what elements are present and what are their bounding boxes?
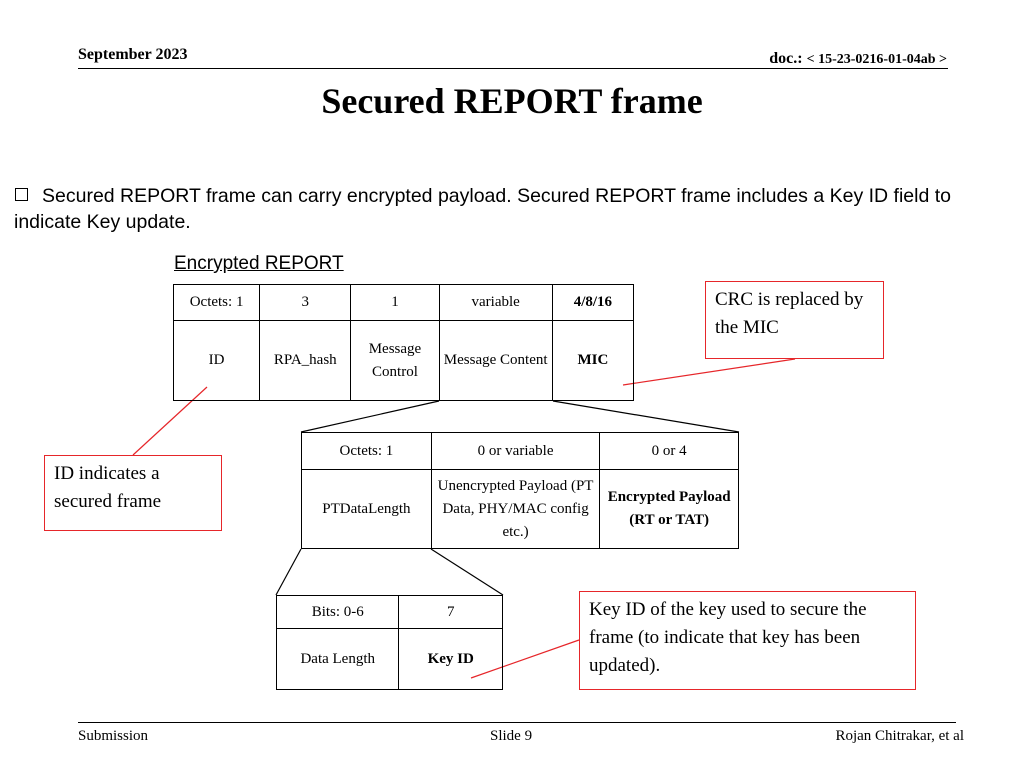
table-row: ID RPA_hash Message Control Message Cont… [172,320,635,401]
table-cell: RPA_hash [259,320,352,401]
table-row: PTDataLength Unencrypted Payload (PT Dat… [301,469,739,549]
callout-id: ID indicates a secured frame [44,455,222,531]
footer-submission: Submission [78,728,149,744]
table-row: Octets: 1 3 1 variable 4/8/16 [172,284,635,321]
bullet-text: Secured REPORT frame can carry encrypted… [14,185,951,233]
encrypted-report-label: Encrypted REPORT [174,253,344,274]
header-date: September 2023 [78,46,188,63]
callout-crc: CRC is replaced by the MIC [705,281,884,359]
table-header-cell: Octets: 1 [301,432,432,470]
report-frame-table: Octets: 1 3 1 variable 4/8/16 ID RPA_has… [172,284,635,401]
table-header-cell: 3 [259,284,352,321]
pointer-crc [622,358,796,386]
table-row: Octets: 1 0 or variable 0 or 4 [301,432,739,470]
callout-key-id: Key ID of the key used to secure the fra… [579,591,916,690]
header-doc-number: < 15-23-0216-01-04ab > [806,52,947,67]
table-cell: Message Control [350,320,440,401]
table-row: Data Length Key ID [275,628,503,690]
table-cell: Data Length [275,628,400,690]
table-row: Bits: 0-6 7 [275,595,503,629]
table-cell: ID [172,320,261,401]
footer-divider [78,722,956,723]
zoom-line-left-1 [300,400,440,433]
table-header-cell: 1 [350,284,440,321]
payload-table: Octets: 1 0 or variable 0 or 4 PTDataLen… [301,432,739,549]
table-header-cell: Bits: 0-6 [275,595,400,629]
zoom-line-right-2 [430,548,504,596]
table-cell: Encrypted Payload (RT or TAT) [599,469,739,549]
table-header-cell: Octets: 1 [172,284,261,321]
table-header-cell: variable [438,284,553,321]
slide-title: Secured REPORT frame [321,81,703,121]
table-cell: MIC [551,320,635,401]
footer-slide-number: Slide 9 [490,728,533,744]
header-doc-id: doc.: < 15-23-0216-01-04ab > [769,50,947,68]
zoom-line-right-1 [552,400,740,433]
footer-author: Rojan Chitrakar, et al [835,728,964,744]
table-cell: Unencrypted Payload (PT Data, PHY/MAC co… [430,469,601,549]
table-header-cell: 4/8/16 [551,284,635,321]
bullet-point: Secured REPORT frame can carry encrypted… [14,183,1014,235]
bits-table: Bits: 0-6 7 Data Length Key ID [275,595,503,690]
table-cell: Message Content [438,320,553,401]
table-header-cell: 7 [398,595,503,629]
zoom-line-left-2 [275,548,302,596]
table-header-cell: 0 or variable [430,432,601,470]
table-header-cell: 0 or 4 [599,432,739,470]
header-divider [78,68,948,69]
table-cell: PTDataLength [301,469,432,549]
bullet-checkbox-icon [15,188,28,201]
header-doc-prefix: doc.: [769,50,807,67]
table-cell: Key ID [398,628,503,690]
